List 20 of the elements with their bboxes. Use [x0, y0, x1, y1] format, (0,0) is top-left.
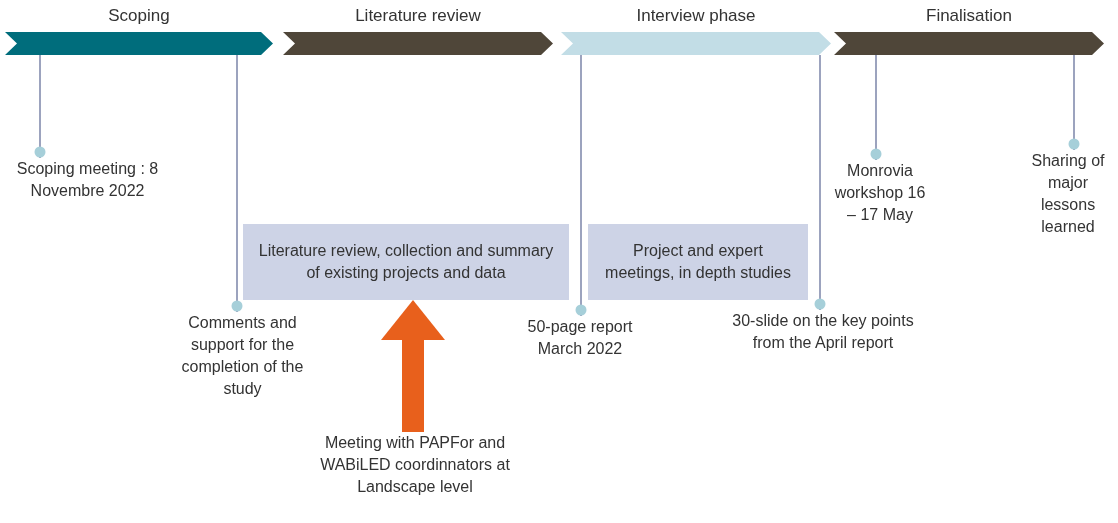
milestone-text: Sharing of major lessons learned — [1022, 150, 1114, 238]
phase-title: Finalisation — [925, 5, 1013, 27]
milestone-text: Scoping meeting : 8 Novembre 2022 — [0, 158, 175, 202]
milestone-text: 50-page report March 2022 — [505, 316, 655, 360]
activity-box: Project and expert meetings, in depth studies — [588, 224, 808, 300]
pin-line — [231, 54, 243, 313]
pin-line — [814, 54, 826, 311]
block-arrow — [381, 300, 445, 432]
milestone-text: Monrovia workshop 16 – 17 May — [830, 160, 930, 226]
milestone-text: Meeting with PAPFor and WABiLED coordinnators at Landscape level — [305, 432, 525, 520]
pin-line — [575, 54, 587, 317]
pin-line — [1068, 54, 1080, 151]
phase-title: Literature review — [354, 5, 482, 27]
milestone-text: Comments and support for the completion of the study — [165, 312, 320, 400]
pin-line — [34, 54, 46, 159]
phase-title: Interview phase — [635, 5, 757, 27]
pin-line — [870, 54, 882, 161]
phase-title: Scoping — [107, 5, 171, 27]
activity-box: Literature review, collection and summary of existing projects and data — [243, 224, 569, 300]
milestone-text: 30-slide on the key points from the April report — [718, 310, 928, 376]
